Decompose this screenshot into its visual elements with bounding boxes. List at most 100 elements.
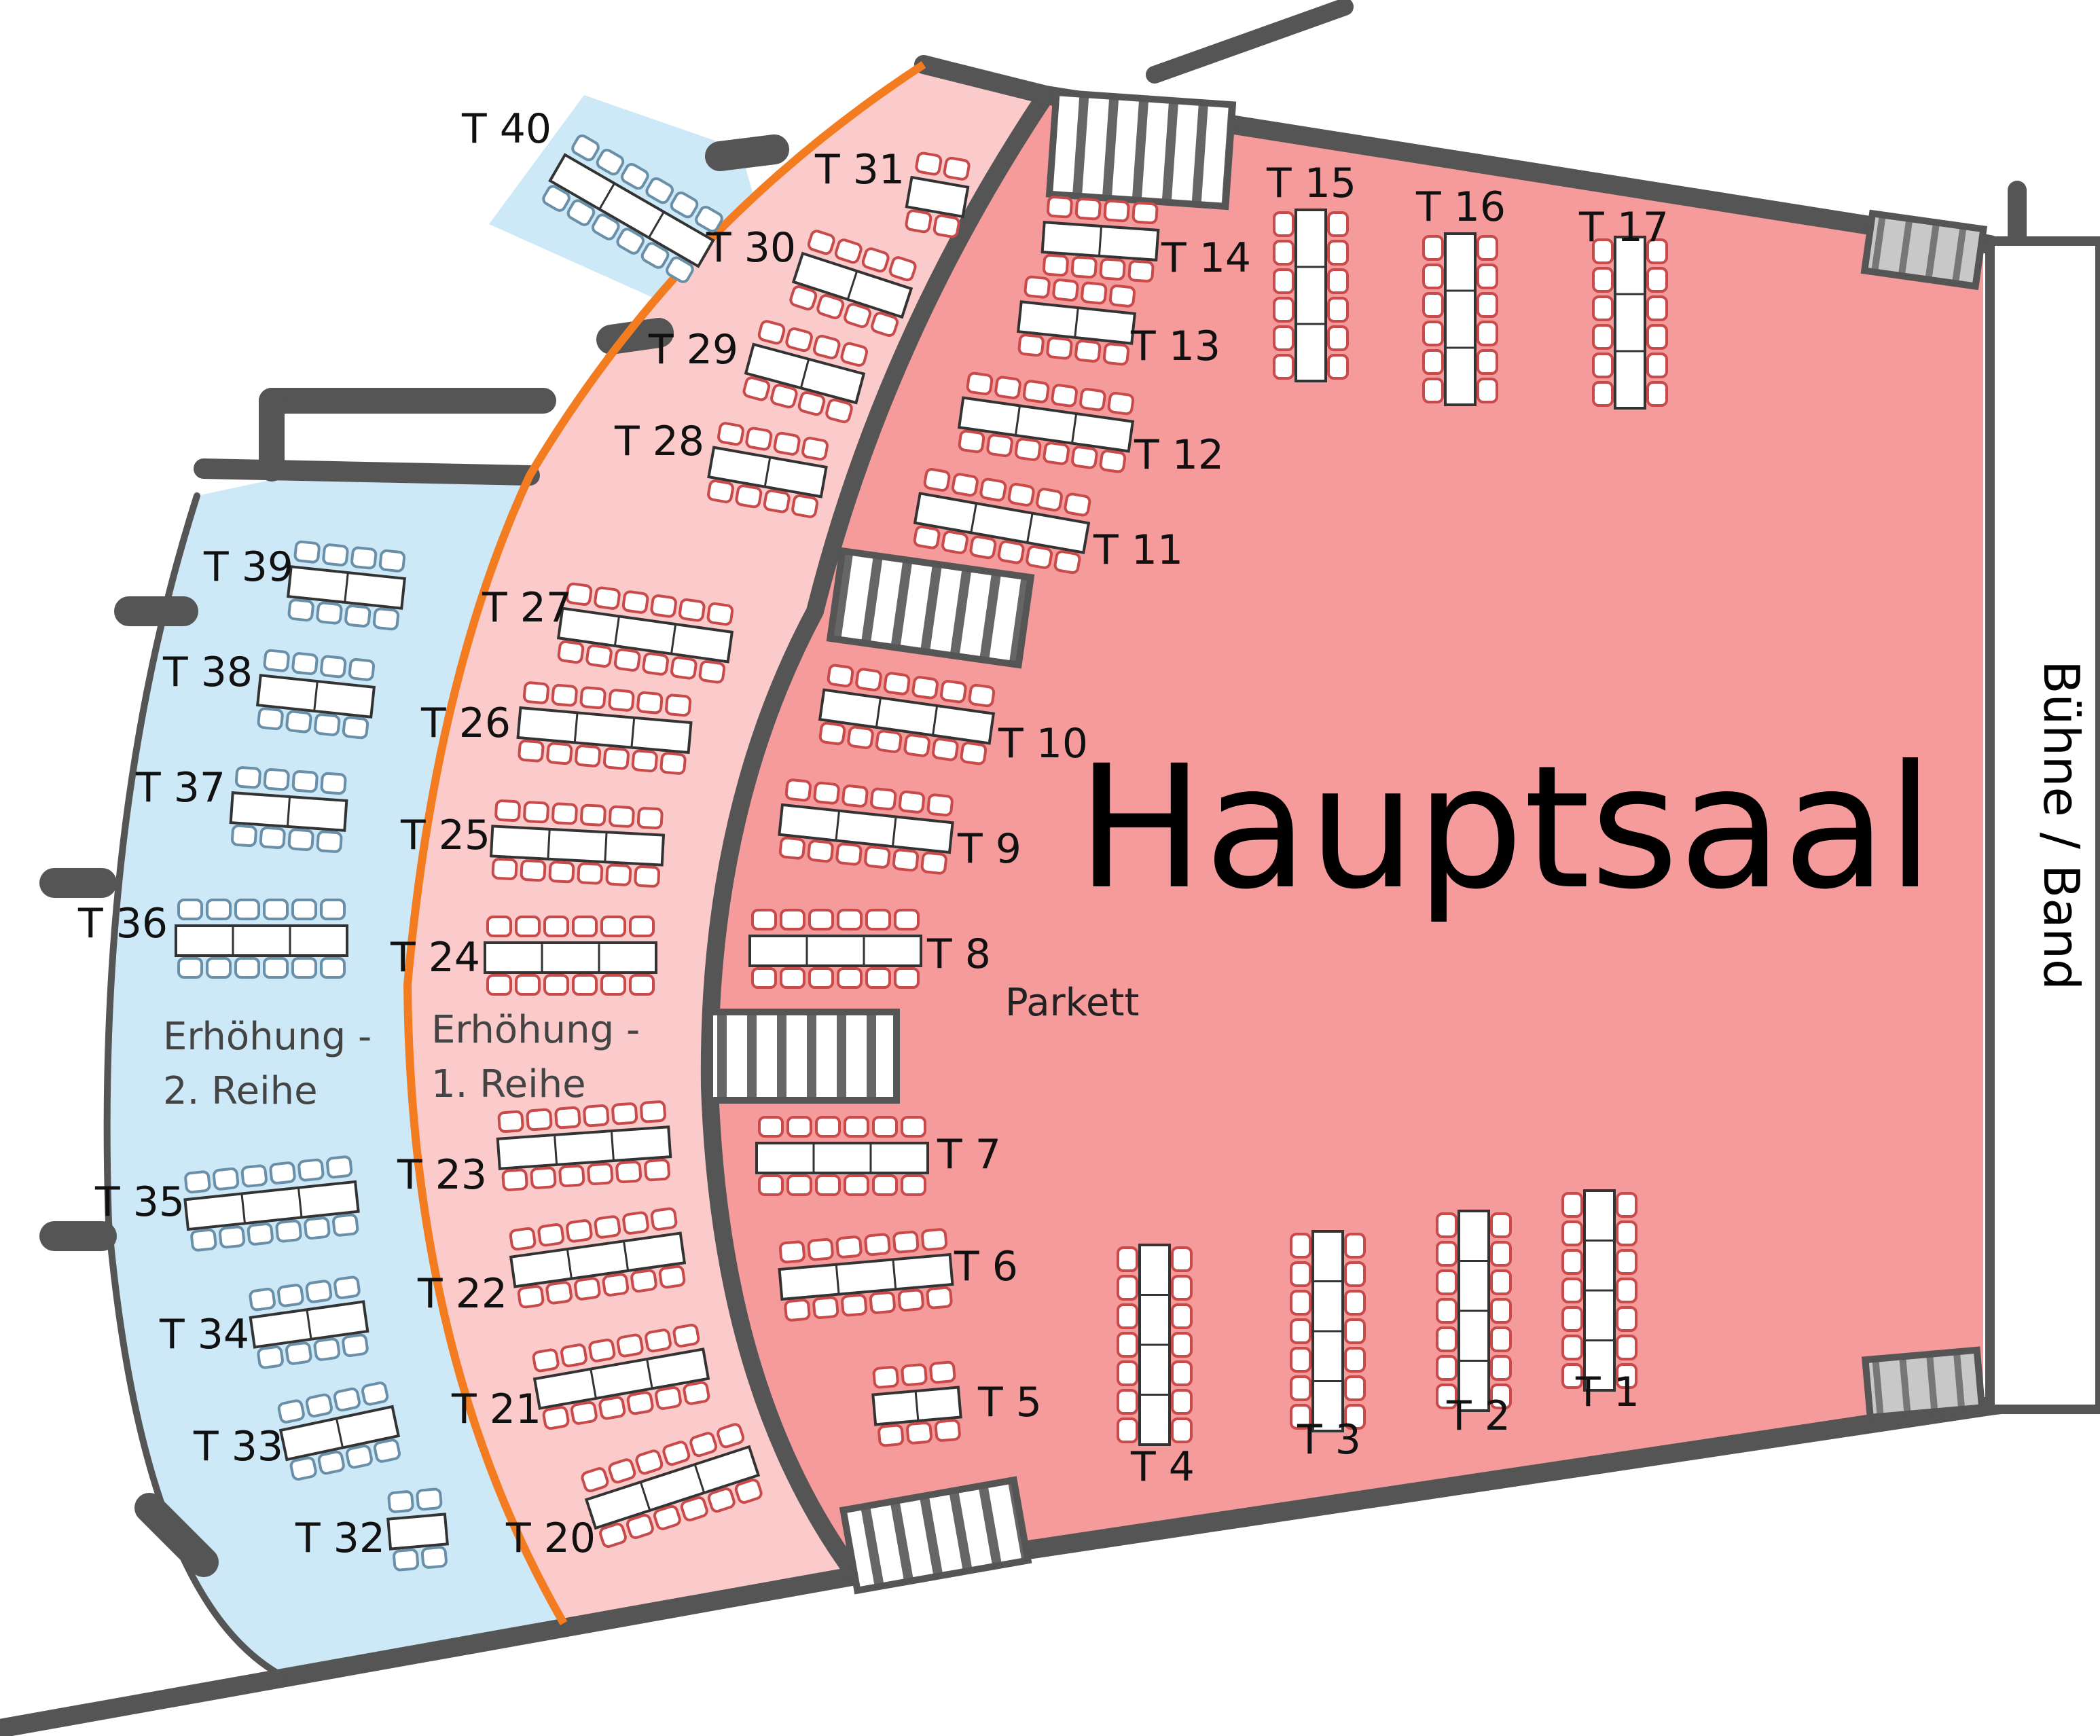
chair[interactable] (655, 1386, 682, 1410)
chair[interactable] (698, 660, 726, 684)
chair[interactable] (1646, 267, 1668, 293)
chair[interactable] (234, 957, 260, 979)
chair[interactable] (626, 1514, 654, 1539)
table-t14[interactable] (1040, 196, 1160, 283)
chair[interactable] (320, 957, 346, 979)
table-t7[interactable] (755, 1116, 929, 1196)
chair[interactable] (994, 376, 1021, 399)
table-t16[interactable] (1422, 232, 1498, 406)
chair[interactable] (596, 148, 625, 176)
chair[interactable] (778, 836, 805, 860)
chair[interactable] (1344, 1347, 1366, 1373)
chair[interactable] (640, 242, 670, 270)
table-t39[interactable] (286, 540, 408, 631)
chair[interactable] (707, 479, 734, 503)
chair[interactable] (372, 607, 400, 631)
chair[interactable] (554, 1106, 581, 1129)
chair[interactable] (1052, 278, 1079, 302)
chair[interactable] (249, 1288, 276, 1312)
chair[interactable] (1107, 391, 1135, 416)
chair[interactable] (1046, 196, 1073, 219)
chair[interactable] (1071, 446, 1098, 469)
chair[interactable] (1108, 284, 1136, 308)
chair[interactable] (707, 1487, 736, 1513)
chair[interactable] (1477, 321, 1498, 346)
chair[interactable] (1616, 1192, 1637, 1218)
chair[interactable] (773, 431, 801, 456)
chair[interactable] (1014, 437, 1042, 461)
chair[interactable] (870, 787, 897, 811)
chair[interactable] (1616, 1220, 1637, 1246)
chair[interactable] (600, 916, 626, 937)
chair[interactable] (869, 1291, 896, 1314)
chair[interactable] (763, 489, 791, 513)
chair[interactable] (289, 1456, 317, 1481)
chair[interactable] (497, 1110, 524, 1134)
chair[interactable] (1616, 1363, 1637, 1389)
table-t1[interactable] (1561, 1189, 1637, 1392)
chair[interactable] (934, 1419, 961, 1442)
chair[interactable] (911, 676, 939, 700)
chair[interactable] (585, 644, 613, 668)
chair[interactable] (570, 1400, 598, 1425)
chair[interactable] (345, 1445, 373, 1469)
chair[interactable] (1646, 381, 1668, 407)
chair[interactable] (1561, 1363, 1583, 1389)
chair[interactable] (1273, 297, 1295, 323)
chair[interactable] (1127, 259, 1155, 283)
chair[interactable] (1616, 1249, 1637, 1275)
chair[interactable] (1477, 292, 1498, 318)
chair[interactable] (1290, 1261, 1311, 1287)
chair[interactable] (812, 1296, 839, 1320)
chair[interactable] (1477, 264, 1498, 289)
table-t11[interactable] (911, 467, 1093, 575)
chair[interactable] (277, 1284, 304, 1307)
chair[interactable] (1646, 238, 1668, 264)
chair[interactable] (1561, 1192, 1583, 1218)
chair[interactable] (304, 1216, 331, 1240)
chair[interactable] (1477, 378, 1498, 403)
chair[interactable] (1561, 1220, 1583, 1246)
table-t37[interactable] (229, 766, 348, 853)
chair[interactable] (613, 648, 641, 672)
chair[interactable] (234, 766, 261, 789)
chair[interactable] (901, 1174, 926, 1196)
chair[interactable] (894, 909, 920, 930)
chair[interactable] (1616, 1335, 1637, 1360)
chair[interactable] (635, 1449, 664, 1475)
chair[interactable] (515, 916, 541, 937)
chair[interactable] (1046, 336, 1073, 360)
chair[interactable] (387, 1490, 414, 1513)
chair[interactable] (515, 974, 541, 996)
chair[interactable] (717, 422, 744, 446)
chair[interactable] (333, 1387, 361, 1412)
table-t6[interactable] (777, 1228, 954, 1322)
chair[interactable] (317, 1450, 345, 1475)
chair[interactable] (877, 1424, 905, 1447)
chair[interactable] (305, 1280, 333, 1303)
chair[interactable] (537, 1223, 564, 1247)
chair[interactable] (847, 725, 874, 750)
chair[interactable] (263, 957, 289, 979)
chair[interactable] (894, 967, 920, 989)
chair[interactable] (1171, 1303, 1193, 1329)
chair[interactable] (588, 1338, 616, 1362)
chair[interactable] (785, 327, 813, 352)
chair[interactable] (629, 916, 655, 937)
chair[interactable] (545, 1281, 573, 1305)
chair[interactable] (1490, 1241, 1512, 1267)
chair[interactable] (958, 429, 985, 454)
chair[interactable] (1171, 1417, 1193, 1443)
chair[interactable] (812, 334, 841, 360)
chair[interactable] (530, 1166, 557, 1189)
chair[interactable] (600, 974, 626, 996)
chair[interactable] (320, 655, 347, 679)
chair[interactable] (1592, 324, 1614, 350)
chair[interactable] (1074, 340, 1102, 363)
chair[interactable] (920, 851, 947, 875)
table-t31[interactable] (903, 151, 973, 238)
chair[interactable] (844, 1116, 869, 1138)
chair[interactable] (840, 342, 869, 367)
chair[interactable] (670, 191, 699, 219)
chair[interactable] (287, 828, 314, 851)
